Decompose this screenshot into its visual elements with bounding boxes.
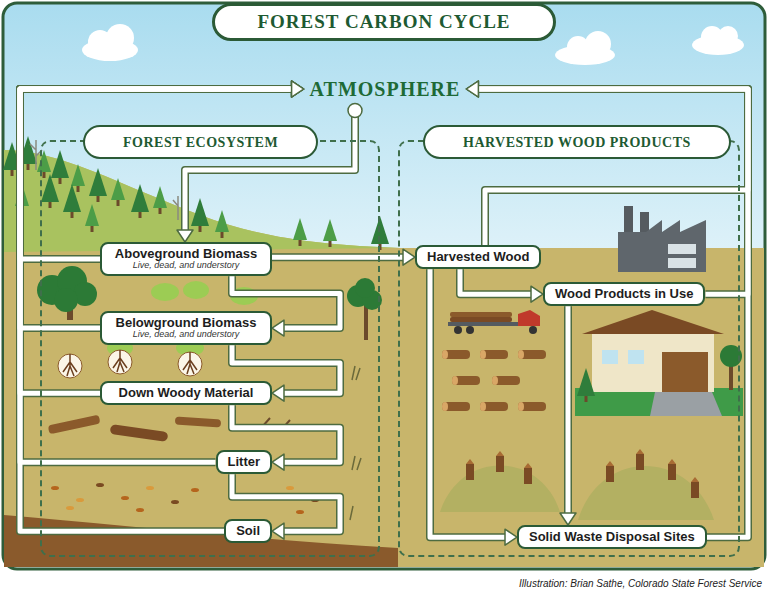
pool-name: Aboveground Biomass [112,247,260,261]
flow-arrow [272,249,415,265]
pool-name: Belowground Biomass [112,316,260,330]
pool-name: Down Woody Material [112,386,260,400]
flow-arrow [20,81,304,462]
flow-arrow [466,81,748,245]
carbon-pool-box: Soil [224,519,272,543]
title-banner: FOREST CARBON CYCLE [212,3,555,41]
flow-arrow-outline [430,269,505,537]
house [575,310,743,416]
system-region: FOREST ECOSYSTEMAboveground BiomassLive,… [40,140,380,557]
flow-arrow-outline [20,89,292,259]
root-systems [58,340,204,378]
flow-arrow-outline [272,253,403,261]
flow-arrow [232,474,340,539]
log-truck [448,310,540,334]
pool-note: Live, dead, and understory [112,261,260,271]
pool-name: Wood Products in Use [555,287,693,301]
region-heading: FOREST ECOSYSTEM [123,135,278,150]
flow-arrow [430,269,517,545]
pool-name: Harvested Wood [427,250,529,264]
factory [618,206,706,272]
title-text: FOREST CARBON CYCLE [257,11,510,32]
pool-name: Litter [228,455,261,469]
log-piles [442,350,546,411]
atmosphere-text: ATMOSPHERE [310,78,461,100]
wood-pool-box: Solid Waste Disposal Sites [517,525,707,549]
region-heading: HARVESTED WOOD PRODUCTS [463,135,691,150]
flow-arrow [20,81,304,531]
ground [4,150,764,567]
carbon-pool-box: Aboveground BiomassLive, dead, and under… [100,242,272,276]
connector-outlines [20,89,748,537]
region-heading-pill: FOREST ECOSYSTEM [83,125,318,159]
region-heading-pill: HARVESTED WOOD PRODUCTS [423,125,731,159]
flow-arrow-outline [20,89,292,462]
flow-arrow [560,306,576,525]
carbon-pool-box: Down Woody Material [100,381,272,405]
sky-frame [3,3,765,569]
disposal-mounds [440,449,714,520]
flow-arrow-outline [460,269,531,294]
wood-pool-box: Wood Products in Use [543,282,705,306]
atmosphere-label: ATMOSPHERE [310,78,461,101]
flow-arrow-outline [564,306,572,513]
system-region: HARVESTED WOOD PRODUCTSHarvested WoodWoo… [398,140,740,557]
pool-name: Soil [236,524,260,538]
flow-arrow [20,81,304,259]
flow-arrow-outline [478,89,748,245]
carbon-pool-box: Litter [216,450,273,474]
hill [4,150,400,252]
flow-arrow [460,269,543,302]
caption-text: Illustration: Brian Sathe, Colorado Stat… [519,578,762,589]
connectors [20,81,748,545]
pool-note: Live, dead, and understory [112,330,260,340]
caption: Illustration: Brian Sathe, Colorado Stat… [519,573,762,589]
pool-name: Solid Waste Disposal Sites [529,530,695,544]
wood-pool-box: Harvested Wood [415,245,541,269]
carbon-pool-box: Belowground BiomassLive, dead, and under… [100,311,272,345]
flow-arrow [20,81,304,328]
